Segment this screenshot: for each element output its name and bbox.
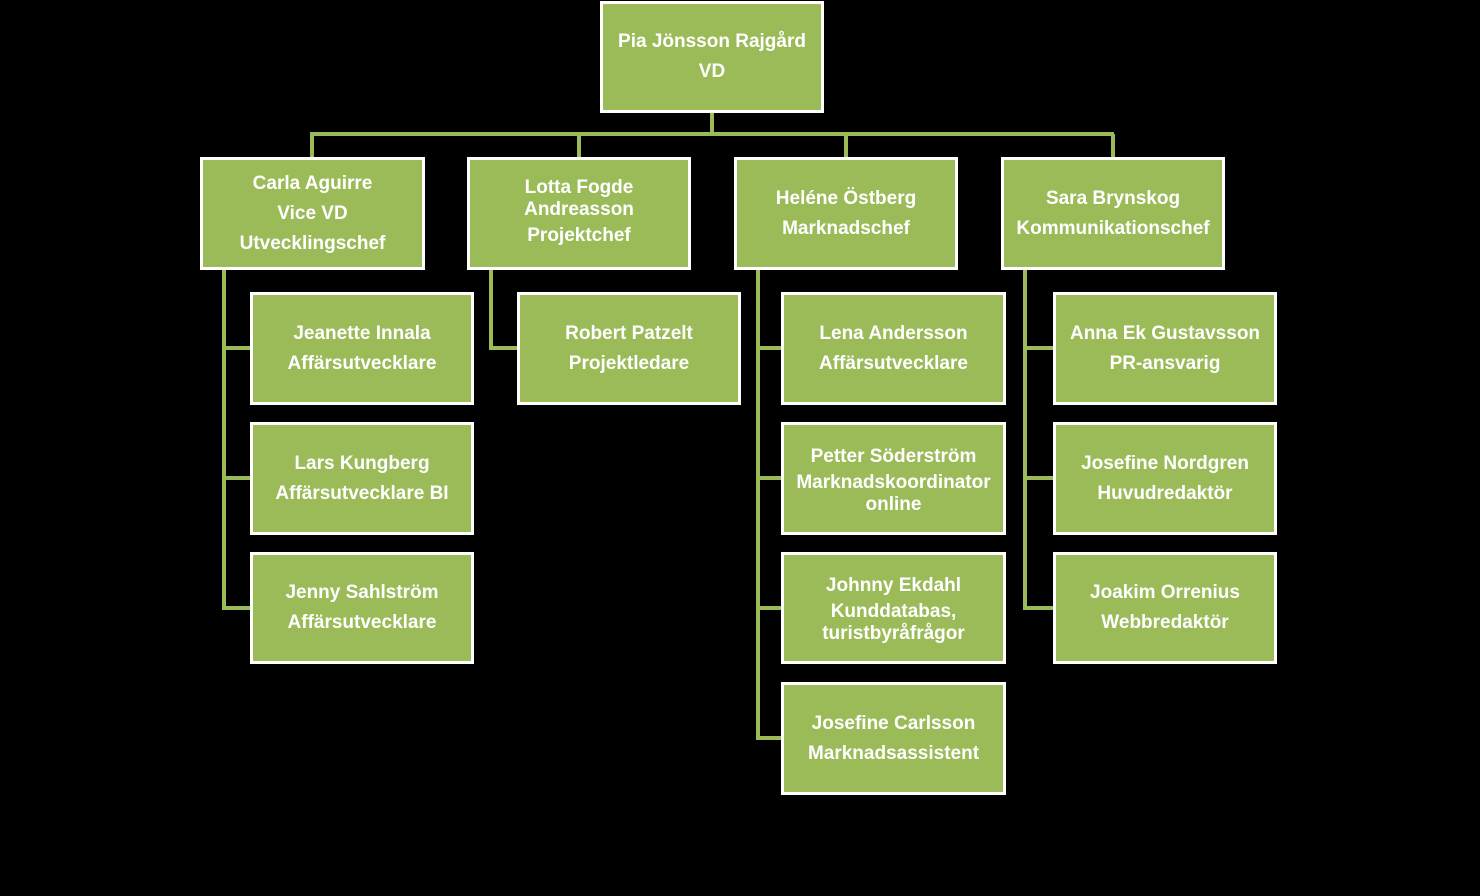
node-name: Carla Aguirre: [252, 172, 373, 194]
node-title: Marknadskoordinator: [796, 471, 991, 493]
node-name: Jeanette Innala: [293, 322, 431, 344]
node-name-line2: Andreasson: [524, 198, 634, 220]
node-title: Affärsutvecklare: [287, 352, 437, 374]
node-title: PR-ansvarig: [1109, 352, 1221, 374]
node-report-jeanette-innala: Jeanette Innala Affärsutvecklare: [250, 292, 474, 405]
node-name: Johnny Ekdahl: [825, 575, 962, 596]
node-report-anna-ek-gustavsson: Anna Ek Gustavsson PR-ansvarig: [1053, 292, 1277, 405]
node-report-jenny-sahlstrom: Jenny Sahlström Affärsutvecklare: [250, 552, 474, 664]
node-report-johnny-ekdahl: Johnny Ekdahl Kunddatabas, turistbyråfrå…: [781, 552, 1006, 664]
node-name: Josefine Nordgren: [1081, 452, 1249, 474]
node-title: Webbredaktör: [1101, 612, 1229, 633]
node-title-line2: turistbyråfrågor: [822, 623, 965, 644]
node-name: Heléne Östberg: [775, 187, 917, 209]
node-manager-helene-ostberg: Heléne Östberg Marknadschef: [734, 157, 958, 270]
node-title: Projektchef: [527, 224, 631, 246]
node-name: Robert Patzelt: [565, 322, 693, 344]
node-title: Marknadschef: [782, 217, 910, 239]
node-title: Kunddatabas,: [830, 601, 957, 622]
node-title-line2: online: [865, 493, 922, 515]
node-name: Lena Andersson: [819, 322, 968, 344]
node-manager-carla-aguirre: Carla Aguirre Vice VD Utvecklingschef: [200, 157, 425, 270]
node-report-robert-patzelt: Robert Patzelt Projektledare: [517, 292, 741, 405]
node-report-lars-kungberg: Lars Kungberg Affärsutvecklare BI: [250, 422, 474, 535]
node-manager-sara-brynskog: Sara Brynskog Kommunikationschef: [1001, 157, 1225, 270]
node-report-petter-soderstrom: Petter Söderström Marknadskoordinator on…: [781, 422, 1006, 535]
node-title: Affärsutvecklare BI: [275, 482, 449, 504]
node-name: Josefine Carlsson: [811, 712, 976, 734]
node-report-lena-andersson: Lena Andersson Affärsutvecklare: [781, 292, 1006, 405]
node-name: Jenny Sahlström: [285, 582, 439, 603]
node-name: Lotta Fogde: [524, 176, 634, 198]
node-ceo: Pia Jönsson Rajgård VD: [600, 1, 824, 113]
node-name: Sara Brynskog: [1045, 187, 1181, 209]
node-report-josefine-carlsson: Josefine Carlsson Marknadsassistent: [781, 682, 1006, 795]
node-title: VD: [698, 61, 726, 82]
node-name: Pia Jönsson Rajgård: [618, 31, 806, 52]
node-report-josefine-nordgren: Josefine Nordgren Huvudredaktör: [1053, 422, 1277, 535]
node-name: Joakim Orrenius: [1090, 582, 1240, 603]
node-report-joakim-orrenius: Joakim Orrenius Webbredaktör: [1053, 552, 1277, 664]
node-title-line2: Utvecklingschef: [239, 232, 386, 254]
node-title: Huvudredaktör: [1097, 482, 1233, 504]
node-name: Anna Ek Gustavsson: [1069, 322, 1261, 344]
node-name: Lars Kungberg: [294, 452, 430, 474]
node-title: Kommunikationschef: [1016, 217, 1210, 239]
node-title: Projektledare: [568, 352, 690, 374]
node-title: Affärsutvecklare: [287, 612, 437, 633]
node-manager-lotta-fogde-andreasson: Lotta Fogde Andreasson Projektchef: [467, 157, 691, 270]
node-title: Marknadsassistent: [807, 742, 980, 764]
node-title: Affärsutvecklare: [819, 352, 968, 374]
node-name: Petter Söderström: [810, 445, 977, 467]
node-title: Vice VD: [277, 202, 348, 224]
